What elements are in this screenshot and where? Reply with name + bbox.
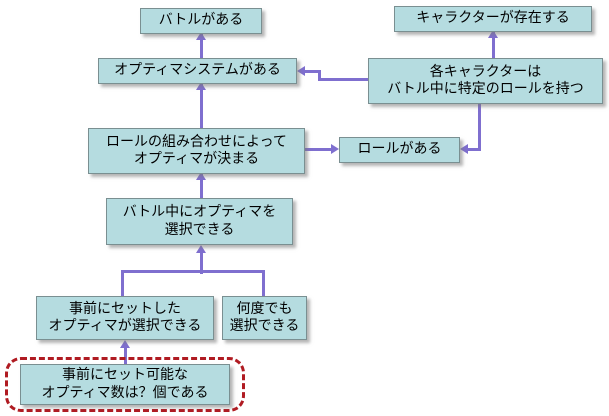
node-select-optima-in-battle-label: バトル中にオプティマを 選択できる — [122, 204, 277, 238]
node-character-has-role[interactable]: 各キャラクターは バトル中に特定のロールを持つ — [368, 58, 603, 104]
connector-branch-to-select-optima-arrowhead — [196, 245, 206, 253]
connector-character-has-role-to-character-exists-arrowhead — [488, 30, 498, 38]
connector-branch-horizontal — [121, 270, 265, 273]
connector-branch-to-select-optima-vertical — [200, 252, 203, 274]
node-preset-optima-count-question[interactable]: 事前にセット可能な オプティマ数は？個である — [20, 364, 230, 405]
node-role-combination-decides-optima[interactable]: ロールの組み合わせによって オプティマが決まる — [88, 128, 305, 174]
node-optima-system-exists[interactable]: オプティマシステムがある — [98, 58, 297, 84]
connector-role-combination-to-optima-system-vertical — [200, 84, 203, 128]
connector-optima-system-to-battle-arrowhead — [196, 32, 206, 40]
connector-character-has-role-to-optima-system-vertical — [318, 70, 321, 81]
node-optima-system-exists-label: オプティマシステムがある — [114, 62, 281, 79]
connector-role-combination-to-role-exists-horizontal — [305, 148, 332, 151]
open-question-highlight — [5, 357, 245, 412]
connector-character-has-role-to-optima-system-lower-horizontal — [318, 78, 370, 81]
connector-character-has-role-to-role-exists-vertical — [478, 104, 481, 150]
connector-character-has-role-to-optima-system-arrowhead — [297, 66, 305, 76]
node-preset-optima-selectable[interactable]: 事前にセットした オプティマが選択できる — [36, 296, 214, 340]
node-selectable-any-times[interactable]: 何度でも 選択できる — [222, 296, 307, 340]
node-role-exists[interactable]: ロールがある — [339, 137, 460, 163]
connector-character-has-role-to-role-exists-horizontal — [468, 148, 481, 151]
node-battle-exists-label: バトルがある — [158, 12, 244, 29]
node-select-optima-in-battle[interactable]: バトル中にオプティマを 選択できる — [106, 198, 293, 245]
node-selectable-any-times-label: 何度でも 選択できる — [229, 300, 300, 334]
node-preset-optima-count-question-label: 事前にセット可能な オプティマ数は？個である — [41, 367, 209, 401]
connector-role-combination-to-optima-system-arrowhead — [196, 82, 206, 90]
connector-character-has-role-to-optima-system-upper-horizontal — [305, 70, 320, 73]
node-character-has-role-label: 各キャラクターは バトル中に特定のロールを持つ — [387, 63, 584, 97]
connector-role-combination-to-role-exists-arrowhead — [331, 144, 339, 154]
connector-question-to-preset-optima-arrowhead — [120, 340, 130, 348]
node-character-exists[interactable]: キャラクターが存在する — [394, 6, 592, 32]
node-preset-optima-selectable-label: 事前にセットした オプティマが選択できる — [48, 300, 202, 334]
connector-optima-system-to-battle-vertical — [200, 34, 203, 58]
connector-character-has-role-to-character-exists-vertical — [492, 32, 495, 58]
node-character-exists-label: キャラクターが存在する — [416, 10, 570, 27]
connector-select-optima-to-role-combination-arrowhead — [196, 172, 206, 180]
connector-any-times-branch-vertical — [262, 270, 265, 298]
connector-character-has-role-to-role-exists-arrowhead — [460, 144, 468, 154]
node-role-exists-label: ロールがある — [357, 141, 442, 158]
node-role-combination-decides-optima-label: ロールの組み合わせによって オプティマが決まる — [106, 133, 287, 167]
node-battle-exists[interactable]: バトルがある — [140, 8, 262, 34]
connector-question-to-preset-optima-vertical — [124, 348, 127, 364]
connector-preset-optima-branch-vertical — [121, 270, 124, 298]
connector-select-optima-to-role-combination-vertical — [200, 174, 203, 198]
